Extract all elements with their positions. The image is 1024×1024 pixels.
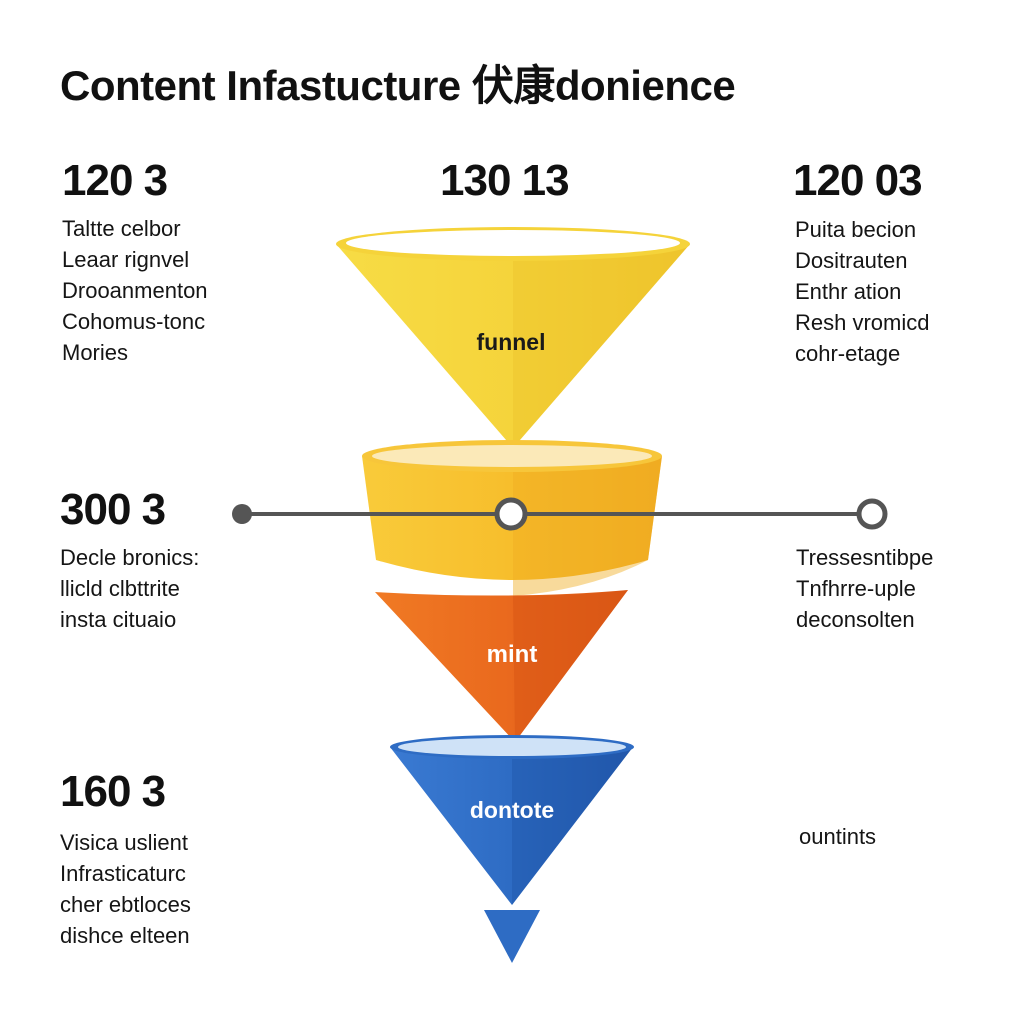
stat-line: deconsolten [796,607,915,632]
stat-line: Dositrauten [795,248,908,273]
stat-value-top-right: 120 03 [793,156,923,205]
stat-line: Resh vromicd [795,310,930,335]
stat-line: Tnfhrre-uple [796,576,916,601]
stat-line: Tressesntibpe [796,545,934,570]
stat-line: llicld clbttrite [60,576,180,601]
stat-lines-mid-right: Tressesntibpe Tnfhrre-uple deconsolten [796,542,933,635]
stat-line: insta cituaio [60,607,177,632]
arrow-down-icon [484,910,540,963]
stat-line: Puita becion [795,217,917,242]
stat-line: cohr-etage [795,341,901,366]
stat-line: cher ebtloces [60,892,191,917]
connector-node-right [856,498,888,530]
stat-lines-top-right: Puita becion Dositrauten Enthr ation Res… [795,214,929,369]
stat-label-bottom-right: ountints [799,824,877,849]
funnel-top-cone [336,227,690,448]
stat-line: Infrasticaturc [60,861,186,886]
connector-node-left [232,504,252,524]
funnel-blue-cone [390,735,634,963]
stat-line: Decle bronics: [60,545,200,570]
stat-lines-bottom-left: Visica uslient Infrasticaturc cher ebtlo… [60,827,191,951]
stat-line: Drooanmenton [62,278,208,303]
funnel-middle-label: mint [487,641,538,668]
stat-value-top-center: 130 13 [440,156,570,205]
stat-line: Enthr ation [795,279,902,304]
stat-line: Cohomus-tonc [62,309,206,334]
funnel-top-label: funnel [477,329,546,355]
connector-line [232,497,888,531]
connector-node-center [494,497,528,531]
stat-line: Leaar rignvel [62,247,190,272]
page-title: Content Infastucture 伏康donience [60,62,736,109]
stat-lines-mid-left: Decle bronics: llicld clbttrite insta ci… [60,542,199,635]
stat-value-top-left: 120 3 [62,156,168,205]
stat-line: Mories [62,340,129,365]
funnel-bottom-label: dontote [470,797,554,823]
stat-line: Taltte celbor [62,216,181,241]
stat-value-bottom-left: 160 3 [60,767,166,816]
funnel-orange-cone [375,590,628,742]
stat-value-mid-left: 300 3 [60,485,166,534]
stat-lines-top-left: Taltte celbor Leaar rignvel Drooanmenton… [62,213,208,368]
stat-line: dishce elteen [60,923,190,948]
stat-line: Visica uslient [60,830,188,855]
